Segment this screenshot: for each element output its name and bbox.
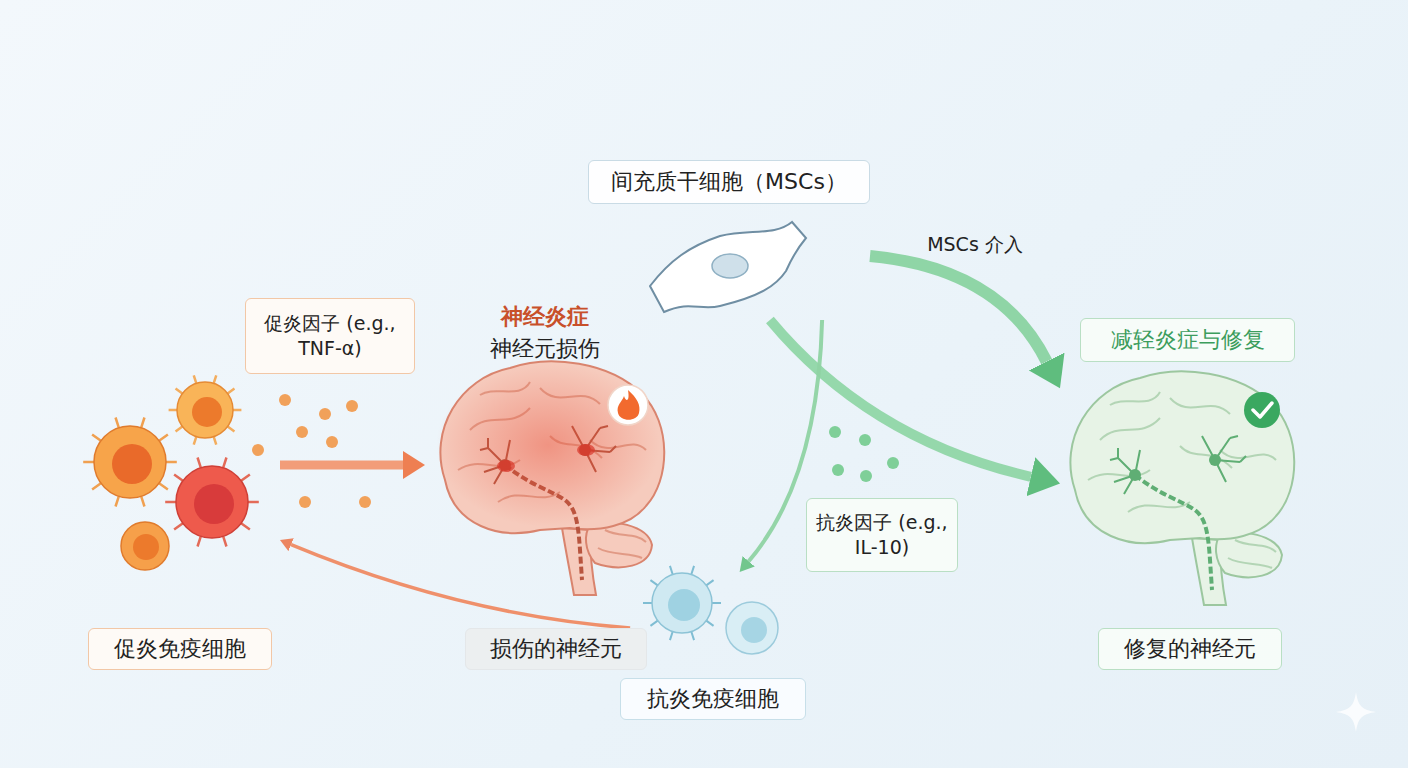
check-badge [1244, 392, 1280, 428]
brain-group: 神经炎症神经元损伤 [425, 300, 665, 600]
cell-nucleus [194, 484, 234, 524]
lesion-spot [497, 460, 515, 472]
node-label: 神经元损伤 [425, 334, 665, 364]
immune-cell [121, 522, 169, 570]
cell-group: 抗炎免疫细胞 [618, 572, 808, 720]
cell-nucleus [741, 617, 767, 643]
edge-label: MSCs 介入 [900, 228, 1050, 260]
brain-group: 减轻炎症与修复修复的神经元 [1060, 318, 1305, 670]
cell-nucleus [133, 534, 159, 560]
lesion-spot [577, 444, 595, 456]
flow-arrow [770, 320, 1031, 477]
anti-inflammatory-cells [643, 566, 778, 654]
brain-illustration [1070, 371, 1294, 605]
cytokine-dots [829, 426, 899, 482]
inflammation-glow [436, 363, 660, 527]
cell-group: 促炎免疫细胞 [80, 378, 280, 670]
node-label: 修复的神经元 [1098, 628, 1282, 670]
watermark-sparkle [1336, 692, 1376, 732]
immune-cell [652, 573, 712, 633]
edge-label: 抗炎因子 (e.g., IL-10) [806, 498, 958, 572]
node-label: 损伤的神经元 [465, 628, 647, 670]
cell-spikes [643, 566, 721, 640]
cell-nucleus [668, 589, 700, 621]
fire-icon [618, 390, 640, 420]
stem-cell-body [650, 222, 806, 312]
damaged-brain [436, 361, 664, 595]
node-label: 抗炎免疫细胞 [620, 678, 806, 720]
immune-cell [726, 602, 778, 654]
repaired-brain [1070, 371, 1294, 605]
cell-spikes [165, 458, 259, 547]
label-box: 损伤的神经元 [465, 628, 647, 670]
node-label: 减轻炎症与修复 [1080, 318, 1295, 362]
node-label: 间充质干细胞（MSCs） [588, 160, 870, 204]
flow-arrow [280, 461, 403, 470]
flow-arrow [291, 545, 630, 628]
immune-cell [177, 382, 233, 438]
cell-nucleus [112, 444, 152, 484]
msc-cell [650, 222, 806, 312]
fire-badge [608, 385, 648, 425]
cytokine-dots [252, 394, 371, 508]
node-label: 神经炎症 [425, 302, 665, 332]
immune-cell [94, 426, 166, 498]
edge-label: 促炎因子 (e.g., TNF-α) [245, 298, 415, 374]
stem-cell-nucleus [712, 254, 748, 278]
pro-inflammatory-cells [83, 375, 259, 570]
flow-arrow [870, 256, 1047, 362]
immune-cell [176, 466, 248, 538]
check-icon [1253, 403, 1272, 417]
cell-spikes [169, 375, 242, 444]
cell-group: 间充质干细胞（MSCs） [588, 160, 870, 320]
cell-spikes [83, 418, 177, 507]
cell-nucleus [192, 397, 222, 427]
node-label: 促炎免疫细胞 [88, 628, 272, 670]
